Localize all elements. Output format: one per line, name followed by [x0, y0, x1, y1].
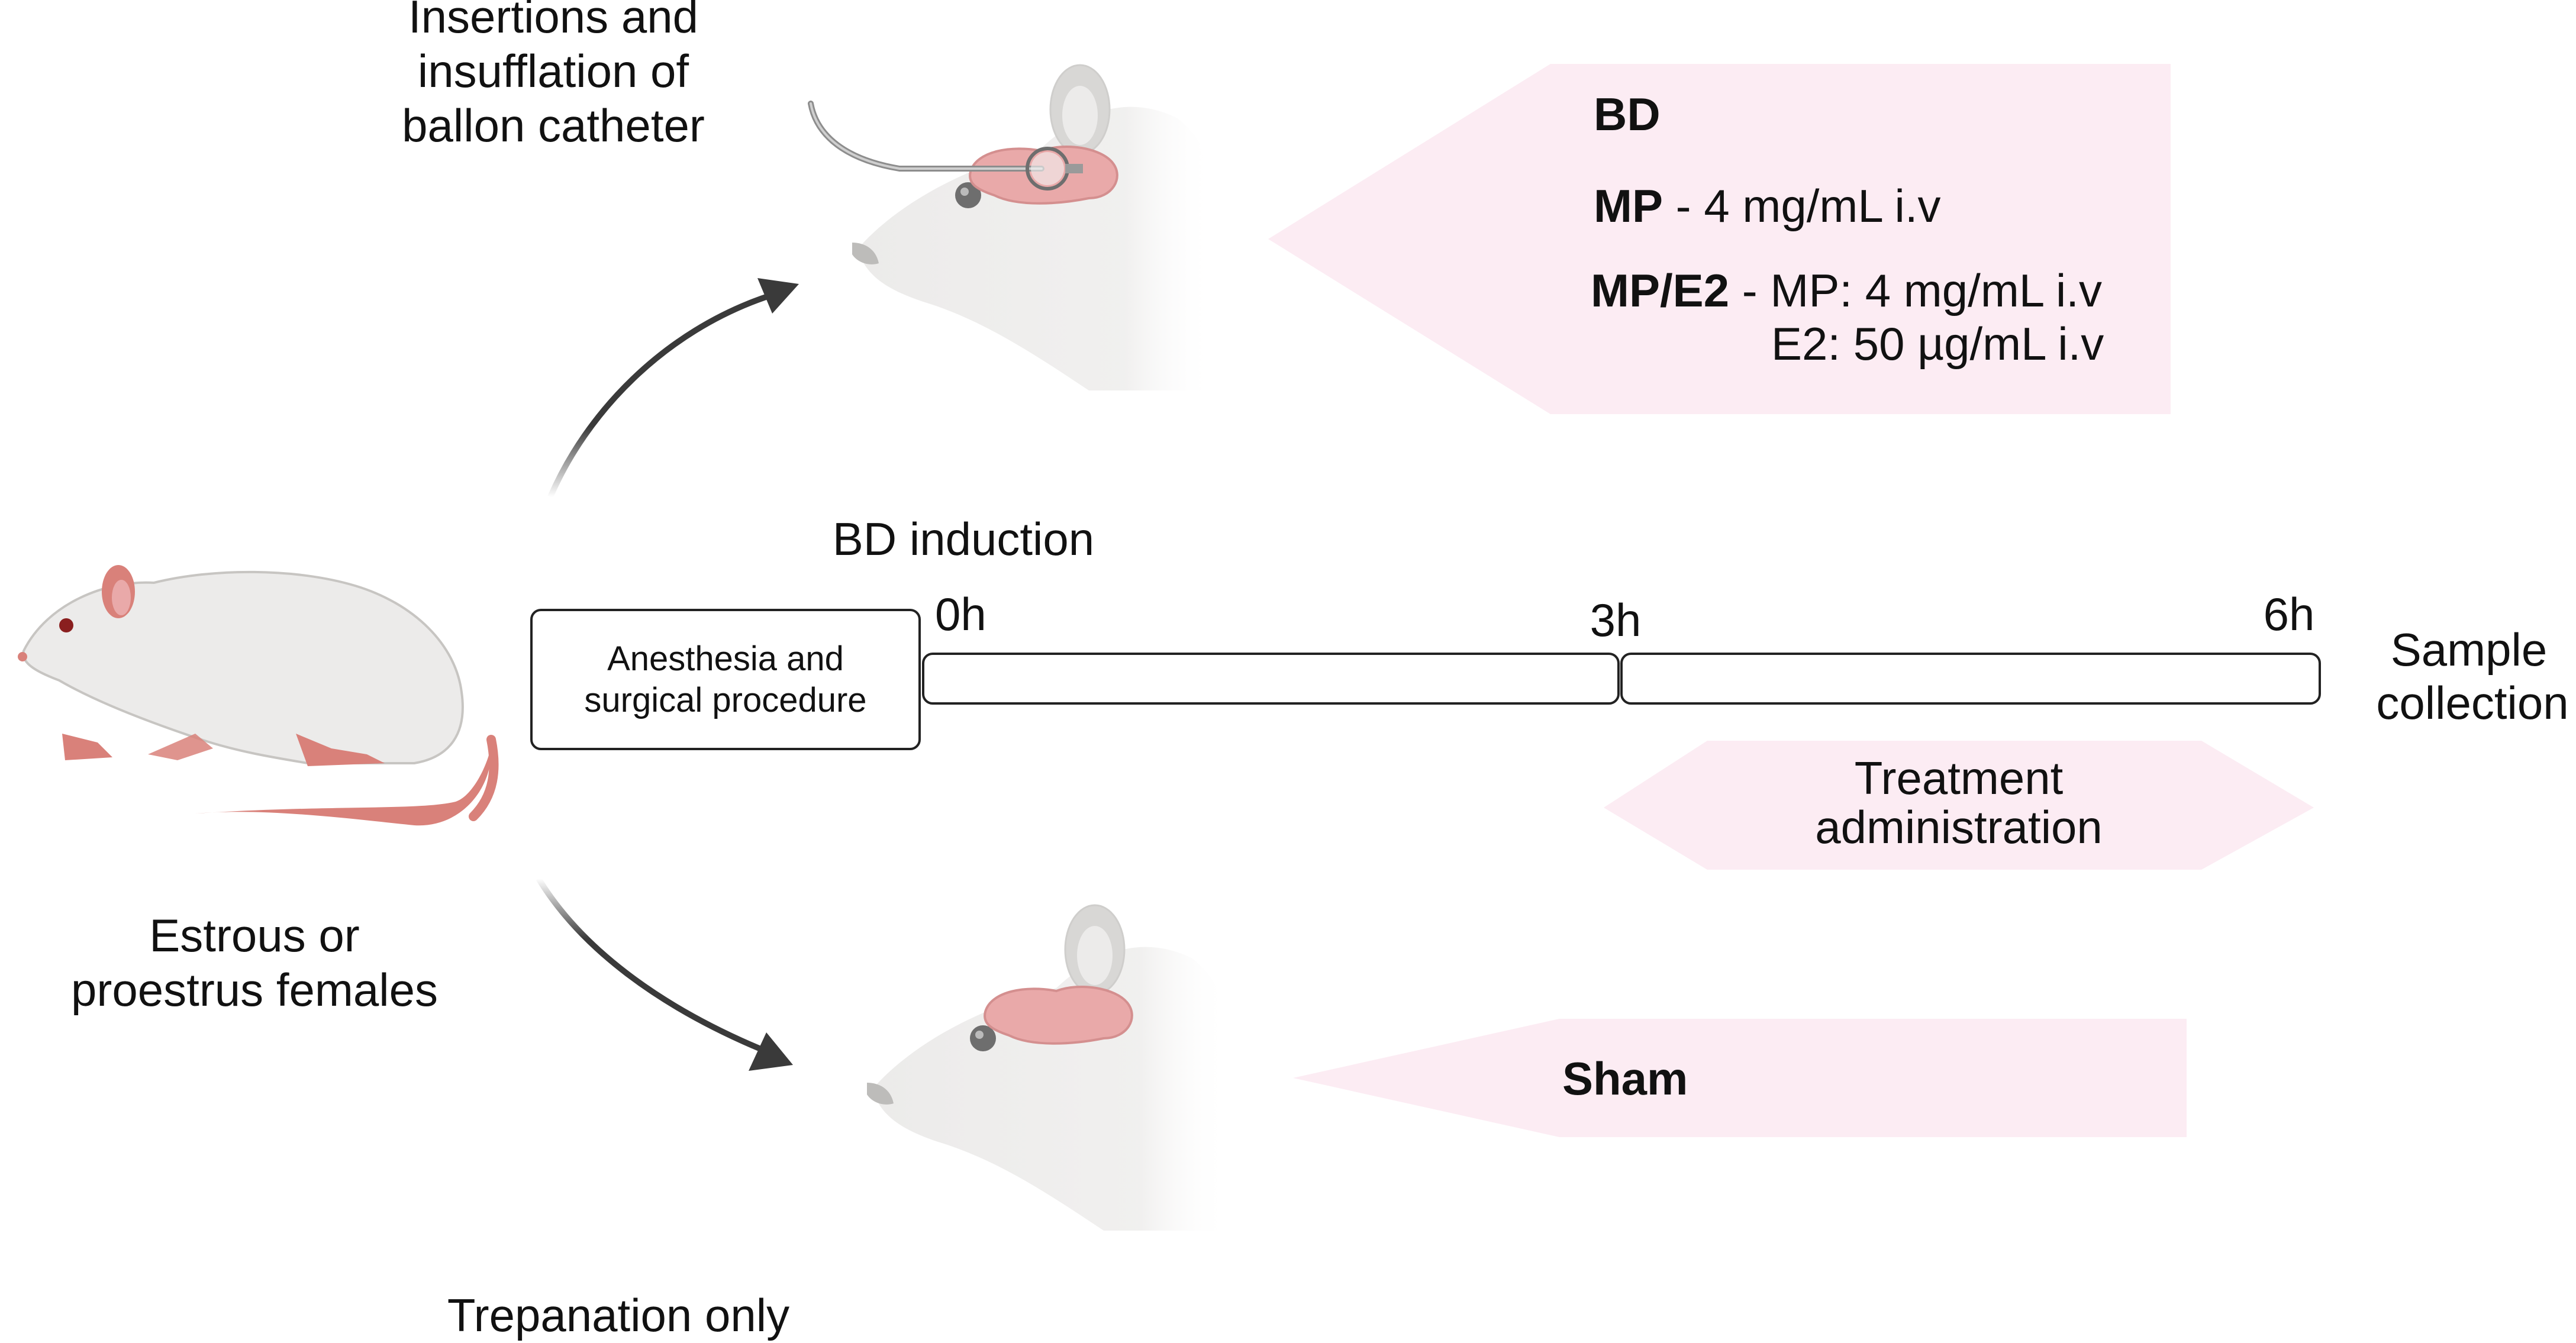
arrow-to-sham-group	[536, 877, 793, 1071]
sample-collection-label: Sample collection	[2376, 624, 2568, 729]
timeline: Anesthesia and surgical procedure 0h 3h …	[530, 588, 2321, 870]
group-mpe2-title: MP/E2	[1591, 264, 1729, 317]
anesthesia-line2: surgical procedure	[584, 681, 866, 719]
time-label-3h: 3h	[1590, 594, 1642, 646]
trepanation-label: Trepanation only	[447, 1289, 789, 1341]
insertion-label: Insertions and insufflation of ballon ca…	[402, 0, 705, 151]
rat-head-sham-illustration	[867, 904, 1230, 1231]
timeline-segment-3-6h	[1620, 653, 2321, 705]
group-bd-title: BD	[1594, 88, 1661, 140]
estrous-label: Estrous or proestrus females	[71, 909, 438, 1016]
insertion-label-line1: Insertions and	[408, 0, 698, 43]
anesthesia-line1: Anesthesia and	[607, 640, 844, 678]
group-mp-line: MP - 4 mg/mL i.v	[1594, 180, 1941, 232]
anesthesia-box	[530, 609, 921, 750]
time-label-0h: 0h	[935, 588, 986, 640]
sample-label-line2: collection	[2376, 677, 2568, 729]
group-mp-dose: - 4 mg/mL i.v	[1663, 180, 1941, 232]
sham-panel: Sham	[1293, 1019, 2187, 1137]
rat-head-bd-illustration	[808, 64, 1215, 390]
bd-induction-label: BD induction	[833, 513, 1094, 565]
group-mp-title: MP	[1594, 180, 1663, 232]
arrow-to-bd-group	[547, 278, 799, 498]
estrous-label-line1: Estrous or	[149, 909, 359, 961]
group-mpe2-mp-dose: - MP: 4 mg/mL i.v	[1729, 264, 2102, 317]
insertion-label-line2: insufflation of	[418, 45, 689, 97]
treatment-line1: Treatment	[1855, 752, 2064, 804]
insertion-label-line3: ballon catheter	[402, 99, 705, 151]
group-mpe2-e2-dose: E2: 50 µg/mL i.v	[1771, 318, 2104, 370]
group-mpe2-line: MP/E2 - MP: 4 mg/mL i.v	[1591, 264, 2102, 317]
estrous-label-line2: proestrus females	[71, 964, 438, 1016]
timeline-segment-0-3h	[922, 653, 1620, 705]
female-rat-illustration	[18, 565, 499, 826]
group-sham-title: Sham	[1562, 1053, 1688, 1105]
bd-treatment-panel: BD MP - 4 mg/mL i.v MP/E2 - MP: 4 mg/mL …	[1268, 64, 2171, 414]
time-label-6h: 6h	[2264, 588, 2315, 640]
treatment-line2: administration	[1815, 801, 2103, 853]
treatment-double-arrow	[1604, 741, 2314, 870]
sample-label-line1: Sample	[2391, 624, 2547, 676]
